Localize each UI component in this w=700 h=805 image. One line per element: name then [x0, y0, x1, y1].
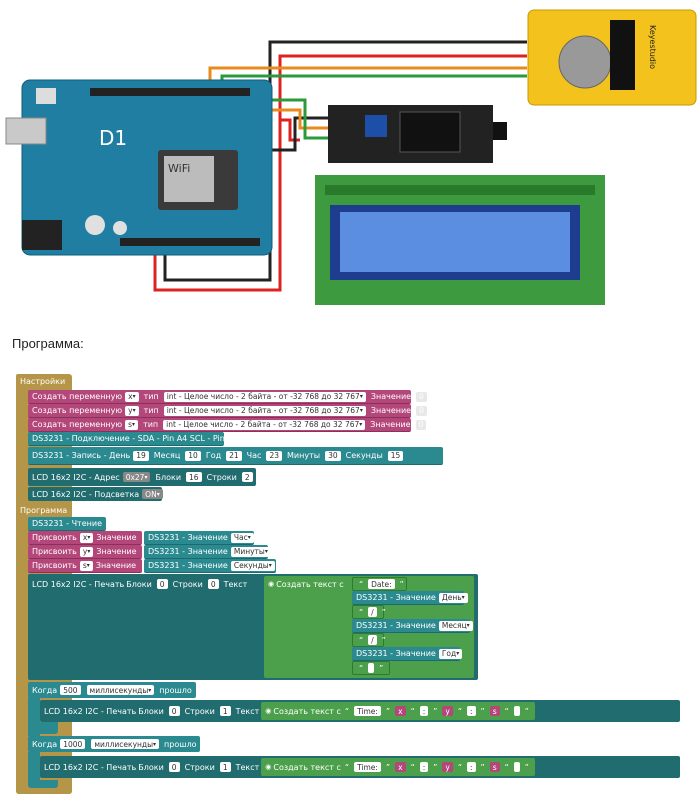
- assign-s[interactable]: ПрисвоитьsЗначение: [28, 559, 142, 573]
- create-text-time-1[interactable]: ◉Создать текст с “Time:” x “:” y “:” s “…: [261, 702, 535, 720]
- date-string[interactable]: “Date:”: [352, 577, 407, 591]
- when-1000ms[interactable]: Когда1000миллисекундыпрошло: [28, 736, 200, 752]
- i2c-module: [328, 105, 507, 163]
- setup-header: Настройки: [16, 374, 66, 388]
- create-text-date-label: ◉Создать текст с: [268, 579, 344, 589]
- ds3231-read[interactable]: DS3231 - Чтение: [28, 517, 106, 531]
- wifi-label: WiFi: [168, 162, 190, 175]
- when-1000ms-foot: [28, 780, 58, 788]
- wiring-diagram: D1 WiFi Keyestudio: [5, 9, 697, 305]
- program-caption: Программа:: [12, 336, 84, 351]
- assign-x[interactable]: ПрисвоитьxЗначение: [28, 531, 142, 545]
- assign-y[interactable]: ПрисвоитьyЗначение: [28, 545, 142, 559]
- program-header: Программа: [16, 503, 68, 517]
- slash-string-1[interactable]: “/”: [352, 605, 386, 619]
- rtc-module: Keyestudio: [527, 9, 697, 106]
- when-1000ms-body: [28, 752, 40, 786]
- wires: [153, 40, 527, 292]
- ds3231-connect[interactable]: DS3231 - Подключение - SDA - Pin A4 SCL …: [28, 432, 238, 446]
- d1-board: D1 WiFi: [5, 79, 273, 256]
- create-text-time-2[interactable]: ◉Создать текст с “Time:” x “:” y “:” s “…: [261, 758, 535, 776]
- slash-string-2[interactable]: “/”: [352, 633, 386, 647]
- program-foot: [16, 788, 72, 794]
- lcd-display: [315, 175, 605, 305]
- space-string[interactable]: “ ”: [352, 661, 390, 675]
- board-label: D1: [99, 126, 127, 150]
- when-500ms[interactable]: Когда500миллисекундыпрошло: [28, 682, 196, 698]
- rtc-brand: Keyestudio: [648, 25, 657, 69]
- when-500ms-foot: [28, 722, 58, 734]
